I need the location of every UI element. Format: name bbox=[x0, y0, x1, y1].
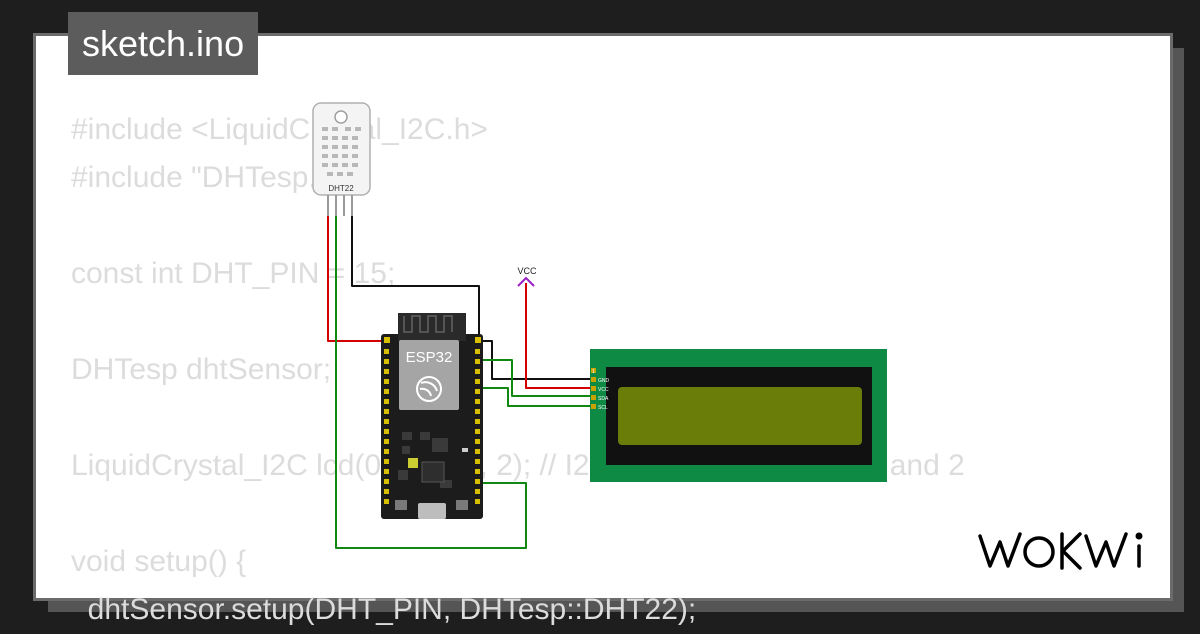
wire-lcd-vcc bbox=[525, 283, 593, 389]
usb-port bbox=[418, 503, 446, 519]
espressif-icon bbox=[416, 376, 442, 402]
lcd-pin-label: 1 bbox=[592, 369, 595, 375]
wire-dht-data bbox=[335, 216, 527, 549]
esp32-label: ESP32 bbox=[406, 349, 453, 366]
wire-dht-gnd bbox=[351, 216, 480, 341]
vcc-label: VCC bbox=[517, 266, 537, 276]
wire-lcd-scl bbox=[479, 387, 593, 407]
dht22-label: DHT22 bbox=[328, 184, 354, 193]
file-tab-label: sketch.ino bbox=[82, 23, 245, 64]
preview-card: #include <LiquidCrystal_I2C.h> #include … bbox=[33, 33, 1173, 626]
esp32-board[interactable]: ESP32 bbox=[381, 313, 483, 519]
wokwi-logo bbox=[978, 532, 1143, 570]
code-line: DHTesp dhtSensor; bbox=[71, 353, 332, 386]
file-tab[interactable]: sketch.ino bbox=[68, 12, 259, 75]
dht22-sensor[interactable]: DHT22 bbox=[312, 102, 371, 216]
lcd-pin-label: VCC bbox=[598, 387, 609, 393]
vcc-symbol: VCC bbox=[517, 266, 537, 287]
lcd-display[interactable]: 1 GND VCC SDA SCL bbox=[590, 349, 887, 482]
lcd-pin-label: GND bbox=[598, 378, 610, 384]
wires bbox=[327, 216, 593, 549]
code-preview: #include <LiquidCrystal_I2C.h> #include … bbox=[71, 106, 965, 634]
code-line: const int DHT_PIN = 15; bbox=[71, 257, 396, 290]
lcd-pin-label: SCL bbox=[598, 405, 608, 411]
wire-dht-vcc bbox=[327, 216, 384, 342]
code-line: void setup() { bbox=[71, 545, 247, 578]
wire-lcd-sda bbox=[479, 359, 593, 397]
code-line: dhtSensor.setup(DHT_PIN, DHTesp::DHT22); bbox=[71, 593, 697, 626]
lcd-pin-label: SDA bbox=[598, 396, 609, 402]
